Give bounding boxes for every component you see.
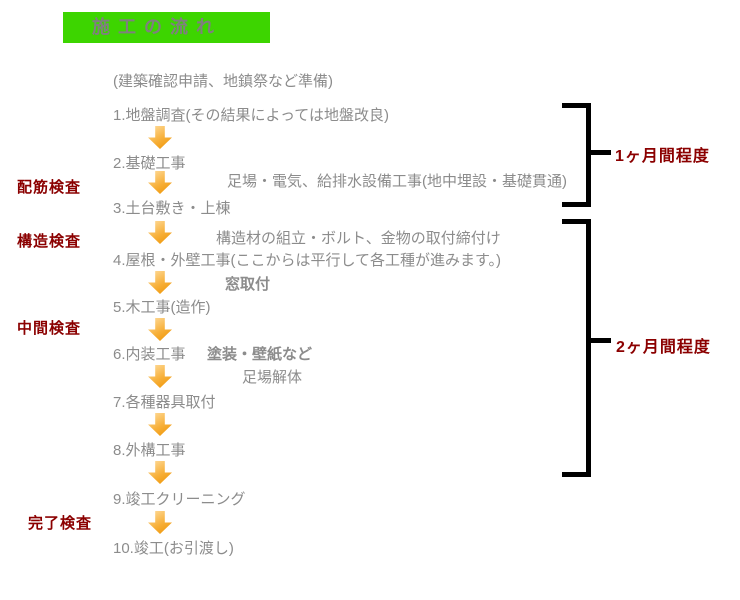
inspection-label-haikin: 配筋検査 xyxy=(17,179,82,196)
side-note-scaffold-utilities: 足場・電気、給排水設備工事(地中埋設・基礎貫通) xyxy=(227,173,567,190)
inspection-label-chuukan: 中間検査 xyxy=(17,320,82,337)
side-note-scaffold-removal: 足場解体 xyxy=(242,369,303,386)
page-title-box: 施工の流れ xyxy=(63,12,270,43)
flow-step-1: 1.地盤調査(その結果によっては地盤改良) xyxy=(113,107,390,124)
prep-note: (建築確認申請、地鎮祭など準備) xyxy=(113,73,333,90)
inspection-label-kanryou: 完了検査 xyxy=(28,515,93,532)
flow-step-3: 3.土台敷き・上棟 xyxy=(113,200,231,217)
flow-step-10: 10.竣工(お引渡し) xyxy=(113,540,234,557)
duration-bracket-1-tick xyxy=(591,150,611,155)
flow-step-4: 4.屋根・外壁工事(ここからは平行して各工種が進みます。) xyxy=(113,252,502,269)
inspection-label-kouzou: 構造検査 xyxy=(17,233,82,250)
duration-bracket-2 xyxy=(562,219,591,477)
side-note-structural-assembly: 構造材の組立・ボルト、金物の取付締付け xyxy=(216,230,501,247)
down-arrow-icon xyxy=(148,271,172,294)
duration-bracket-1 xyxy=(562,103,591,207)
down-arrow-icon xyxy=(148,511,172,534)
side-note-paint-wallpaper: 塗装・壁紙など xyxy=(207,346,313,363)
flow-step-7: 7.各種器具取付 xyxy=(113,394,216,411)
duration-bracket-2-tick xyxy=(591,338,611,343)
flow-step-6: 6.内装工事 xyxy=(113,346,186,363)
down-arrow-icon xyxy=(148,461,172,484)
duration-label-2: 2ヶ月間程度 xyxy=(616,339,711,356)
down-arrow-icon xyxy=(148,413,172,436)
duration-label-1: 1ヶ月間程度 xyxy=(615,148,710,165)
down-arrow-icon xyxy=(148,365,172,388)
down-arrow-icon xyxy=(148,126,172,149)
page-title: 施工の流れ xyxy=(92,17,222,37)
flow-step-8: 8.外構工事 xyxy=(113,442,186,459)
flow-step-5: 5.木工事(造作) xyxy=(113,299,211,316)
down-arrow-icon xyxy=(148,318,172,341)
flow-step-2: 2.基礎工事 xyxy=(113,155,186,172)
flow-step-9: 9.竣工クリーニング xyxy=(113,491,246,508)
side-note-window-install: 窓取付 xyxy=(225,276,271,293)
down-arrow-icon xyxy=(148,171,172,194)
down-arrow-icon xyxy=(148,221,172,244)
